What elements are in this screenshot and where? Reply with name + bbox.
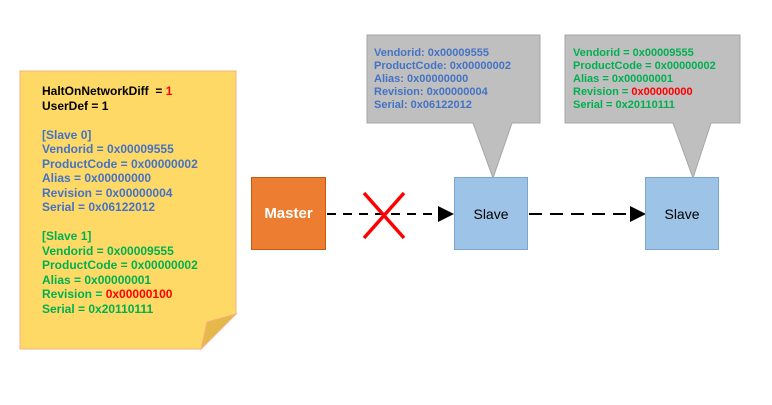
text-line: ProductCode: 0x00000002 — [374, 60, 511, 73]
text-segment: UserDef = 1 — [42, 98, 109, 113]
text-line: Serial = 0x20110111 — [42, 302, 198, 317]
text-line: Vendorid = 0x00009555 — [42, 244, 198, 259]
text-segment: 0x00000100 — [105, 287, 173, 301]
callout-2-shape — [564, 34, 741, 180]
text-segment: 1 — [165, 84, 173, 98]
text-segment: [Slave 1] — [42, 229, 92, 243]
text-line: ProductCode = 0x00000002 — [573, 60, 716, 73]
text-segment: [Slave 0] — [42, 127, 92, 142]
text-line: Revision = 0x00000004 — [42, 186, 198, 201]
text-line: UserDef = 1 — [42, 99, 198, 114]
text-line: Alias = 0x00000001 — [573, 73, 716, 86]
text-segment: ProductCode = 0x00000002 — [573, 60, 716, 72]
text-segment: Vendorid = 0x00009555 — [42, 243, 174, 258]
text-segment: Serial = 0x06122012 — [42, 200, 156, 214]
text-line: ProductCode = 0x00000002 — [42, 258, 198, 273]
text-segment: Alias = 0x00000001 — [42, 272, 152, 287]
text-segment: Alias: 0x00000000 — [374, 73, 469, 85]
text-line: Revision = 0x00000100 — [42, 287, 198, 302]
sticky-note-fold — [200, 313, 238, 351]
text-segment: Revision = — [42, 287, 106, 301]
text-line: Serial = 0x20110111 — [573, 99, 716, 112]
text-line: Serial: 0x06122012 — [374, 99, 511, 112]
text-line: Vendorid: 0x00009555 — [374, 47, 511, 60]
text-segment: 0x00000000 — [631, 86, 693, 98]
text-line: [Slave 1] — [42, 229, 198, 244]
text-segment: HaltOnNetworkDiff = — [42, 84, 166, 98]
text-line: ProductCode = 0x00000002 — [42, 157, 198, 172]
text-line: Revision: 0x00000004 — [374, 86, 511, 99]
text-segment: Serial: 0x06122012 — [374, 99, 472, 111]
text-segment: Revision = 0x00000004 — [42, 185, 173, 200]
text-line: [Slave 0] — [42, 128, 198, 143]
callout-1-shape — [366, 34, 541, 180]
text-segment: Vendorid = 0x00009555 — [42, 142, 174, 156]
text-line: Serial = 0x06122012 — [42, 200, 198, 215]
blank-line — [42, 215, 198, 230]
text-segment: Serial = 0x20110111 — [573, 99, 675, 111]
text-line: Vendorid = 0x00009555 — [573, 47, 716, 60]
text-line: Alias = 0x00000000 — [42, 171, 198, 186]
text-line: Alias = 0x00000001 — [42, 273, 198, 288]
text-segment: Vendorid: 0x00009555 — [374, 47, 489, 59]
text-line: Alias: 0x00000000 — [374, 73, 511, 86]
text-line: Revision = 0x00000000 — [573, 86, 716, 99]
master-node: Master — [251, 177, 326, 250]
text-segment: ProductCode = 0x00000002 — [42, 156, 198, 171]
text-segment: Alias = 0x00000000 — [42, 171, 152, 185]
text-segment: Revision: 0x00000004 — [374, 86, 488, 98]
slave-node-1: Slave — [454, 177, 528, 250]
text-segment: Revision = — [573, 86, 632, 98]
slave-node-2: Slave — [645, 177, 719, 250]
text-segment: Alias = 0x00000001 — [573, 73, 674, 85]
text-segment: ProductCode: 0x00000002 — [374, 60, 511, 72]
disconnect-cross-icon — [362, 191, 406, 240]
text-line: Vendorid = 0x00009555 — [42, 142, 198, 157]
text-segment: Vendorid = 0x00009555 — [573, 47, 694, 59]
text-segment: Serial = 0x20110111 — [42, 301, 154, 316]
blank-line — [42, 113, 198, 128]
text-line: HaltOnNetworkDiff = 1 — [42, 84, 198, 99]
text-segment: ProductCode = 0x00000002 — [42, 258, 198, 272]
